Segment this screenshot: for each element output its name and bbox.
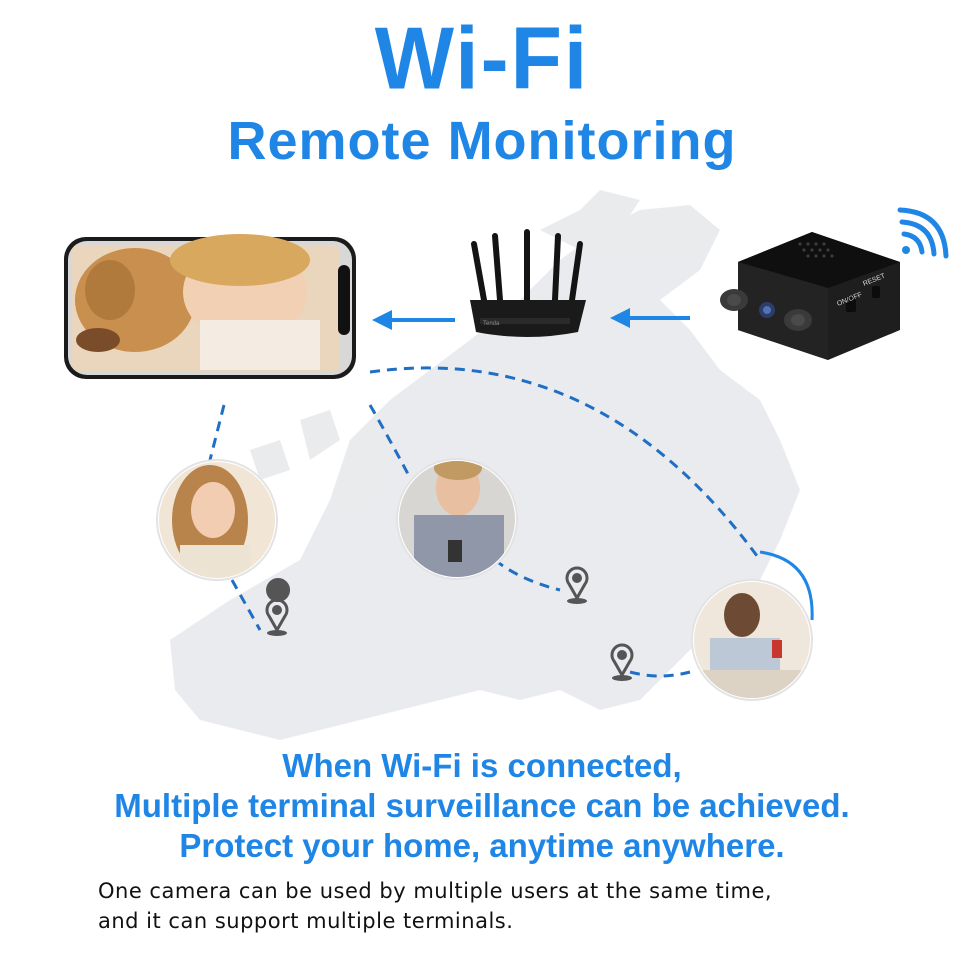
avatar-man-with-phone: [396, 458, 518, 580]
smartphone: [64, 234, 356, 379]
location-pin-icon: [265, 598, 289, 634]
avatar-man-on-sofa: [691, 579, 813, 701]
router-brand-label: Tenda: [483, 321, 500, 327]
page-title: Wi-Fi: [374, 8, 590, 108]
location-pin-icon: [266, 578, 291, 602]
reset-button: [872, 286, 880, 298]
speaker-grille: [798, 242, 834, 258]
arrow-to-router-icon: [610, 308, 690, 328]
router-icon: [470, 229, 586, 337]
mini-camera-device: [720, 232, 900, 360]
page-subtitle: Remote Monitoring: [227, 111, 737, 171]
wifi-signal-icon: [897, 207, 949, 259]
description-line-1: One camera can be used by multiple users…: [98, 879, 773, 903]
tagline-line-2: Multiple terminal surveillance can be ac…: [114, 787, 850, 824]
power-switch: [846, 296, 856, 312]
avatar-accent-arc: [759, 550, 814, 621]
description-line-2: and it can support multiple terminals.: [98, 909, 514, 933]
tagline-line-3: Protect your home, anytime anywhere.: [179, 827, 785, 864]
location-pin-icon: [610, 643, 634, 679]
location-pin-icon: [565, 566, 589, 602]
tagline-line-1: When Wi-Fi is connected,: [282, 747, 682, 784]
connection-lines: [208, 366, 762, 678]
arrow-to-phone-icon: [372, 310, 455, 330]
description-text: One camera can be used by multiple users…: [98, 876, 898, 936]
avatar-woman: [156, 459, 278, 581]
